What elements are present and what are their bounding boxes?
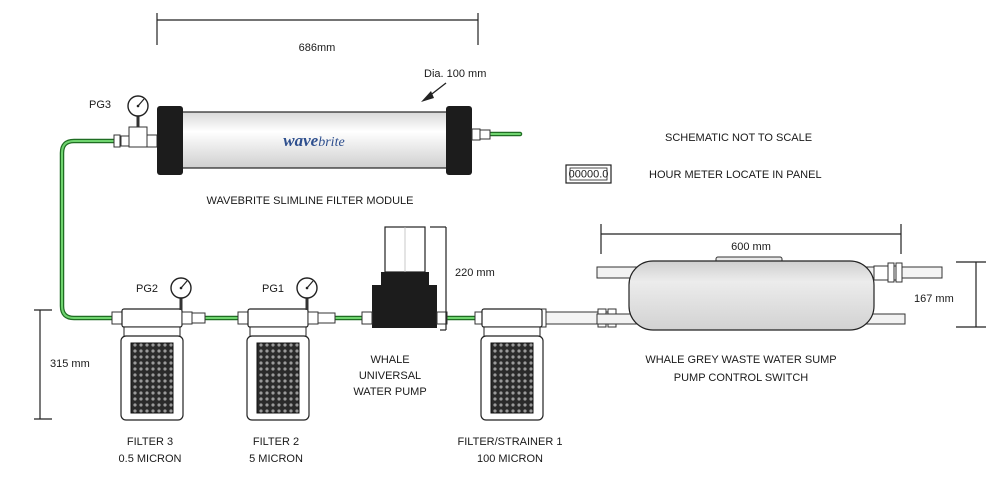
pg2-label: PG2 [136, 283, 158, 295]
sump-height-label: 167 mm [914, 293, 954, 305]
filter-module [157, 106, 491, 175]
filter-2-name: FILTER 2 [253, 436, 299, 448]
pump-height-dimension [430, 226, 447, 331]
pg1-gauge [296, 277, 318, 310]
filter-2 [237, 308, 336, 421]
sump-label-line2: PUMP CONTROL SWITCH [674, 372, 809, 384]
pump-height-label: 220 mm [455, 267, 495, 279]
filter-1-rating: 100 MICRON [477, 453, 543, 465]
schematic-note: SCHEMATIC NOT TO SCALE [665, 132, 812, 144]
module-length-label: 686mm [299, 42, 336, 54]
sump-pump-switch [596, 256, 943, 331]
filter-3-name: FILTER 3 [127, 436, 173, 448]
hose-lines [59, 131, 523, 321]
module-diameter-label: Dia. 100 mm [424, 68, 486, 80]
pg2-gauge [170, 277, 192, 310]
pg3-gauge [127, 95, 149, 128]
pump-label-line1: WHALE [370, 354, 409, 366]
filter-height-label: 315 mm [50, 358, 90, 370]
hour-meter-display: 00000.0 [569, 169, 609, 181]
module-left-endcap [157, 106, 183, 175]
pump-label-line2: UNIVERSAL [359, 370, 421, 382]
pg3-tee [113, 126, 158, 148]
module-label: WAVEBRITE SLIMLINE FILTER MODULE [207, 195, 414, 207]
filter-3 [111, 308, 206, 421]
sump-height-dimension [956, 261, 986, 328]
module-length-dimension [156, 13, 479, 45]
module-right-endcap [446, 106, 472, 175]
pg1-label: PG1 [262, 283, 284, 295]
filter-1-name: FILTER/STRAINER 1 [458, 436, 563, 448]
sump-label-line1: WHALE GREY WASTE WATER SUMP [645, 354, 836, 366]
pg3-label: PG3 [89, 99, 111, 111]
water-pump [361, 226, 448, 328]
diameter-arrow [421, 82, 447, 102]
filter-2-rating: 5 MICRON [249, 453, 303, 465]
sump-length-dimension [600, 224, 902, 254]
filter-3-rating: 0.5 MICRON [119, 453, 182, 465]
hour-meter [565, 164, 612, 184]
hour-meter-label: HOUR METER LOCATE IN PANEL [649, 169, 822, 181]
sump-length-label: 600 mm [731, 241, 771, 253]
pump-label-line3: WATER PUMP [353, 386, 426, 398]
wavebrite-logo: wavebrite [283, 131, 344, 150]
filter-1 [474, 308, 544, 421]
filter-height-dimension [34, 309, 52, 420]
